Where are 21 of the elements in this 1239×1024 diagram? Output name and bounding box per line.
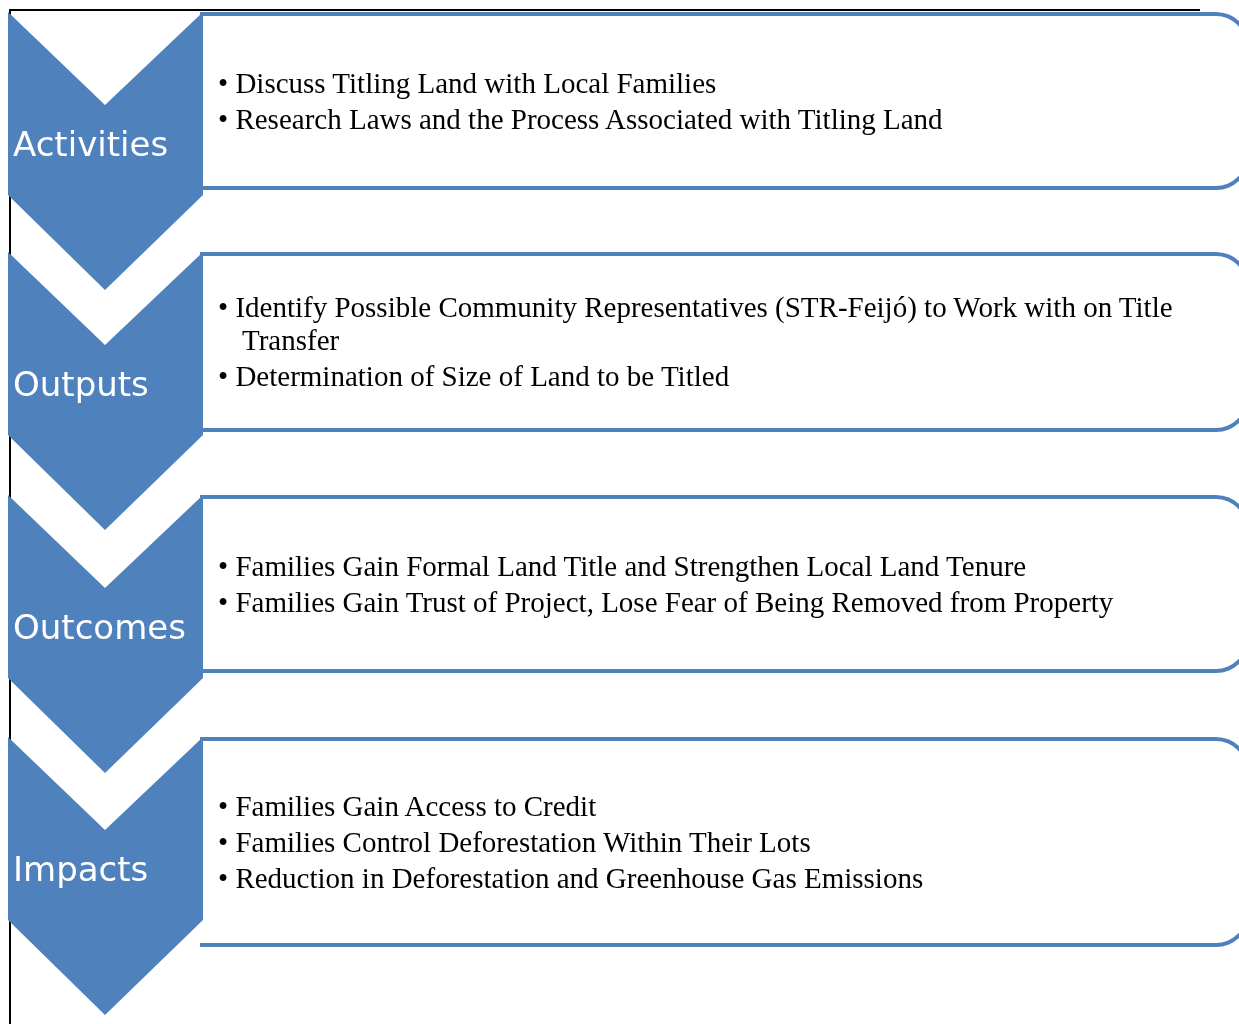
bullet-text: • Determination of Size of Land to be Titled — [218, 360, 731, 393]
stage-label: Activities — [13, 124, 169, 164]
chevron-shape — [8, 12, 204, 292]
bullet-text: • Families Gain Formal Land Title and Strengthen Local Land Tenure — [218, 549, 1028, 583]
stage-label: Outputs — [13, 364, 149, 404]
rounded-box — [200, 737, 1239, 947]
bullet-text: • Discuss Titling Land with Local Families — [218, 66, 718, 100]
chevron-shape — [8, 737, 204, 1017]
bullet-text: • Identify Possible Community Representatives (STR-Feijó) to Work with on Title Transfer — [218, 291, 1174, 357]
rounded-box — [200, 495, 1239, 673]
bullet-text: • Families Gain Access to Credit — [218, 789, 598, 823]
chevron-shape — [8, 495, 204, 775]
stage-label: Impacts — [13, 849, 149, 889]
chevron-shape — [8, 252, 204, 532]
bullet-text: • Families Control Deforestation Within Their Lots — [218, 825, 812, 859]
bullet-text: • Families Gain Trust of Project, Lose Fear of Being Removed from Property — [218, 585, 1115, 619]
bullet-text: • Research Laws and the Process Associated with Titling Land — [218, 102, 944, 136]
stage-label: Outcomes — [13, 607, 186, 647]
bullet-text: • Reduction in Deforestation and Greenhouse Gas Emissions — [218, 861, 925, 895]
rounded-box — [200, 252, 1239, 432]
rounded-box — [200, 12, 1239, 190]
